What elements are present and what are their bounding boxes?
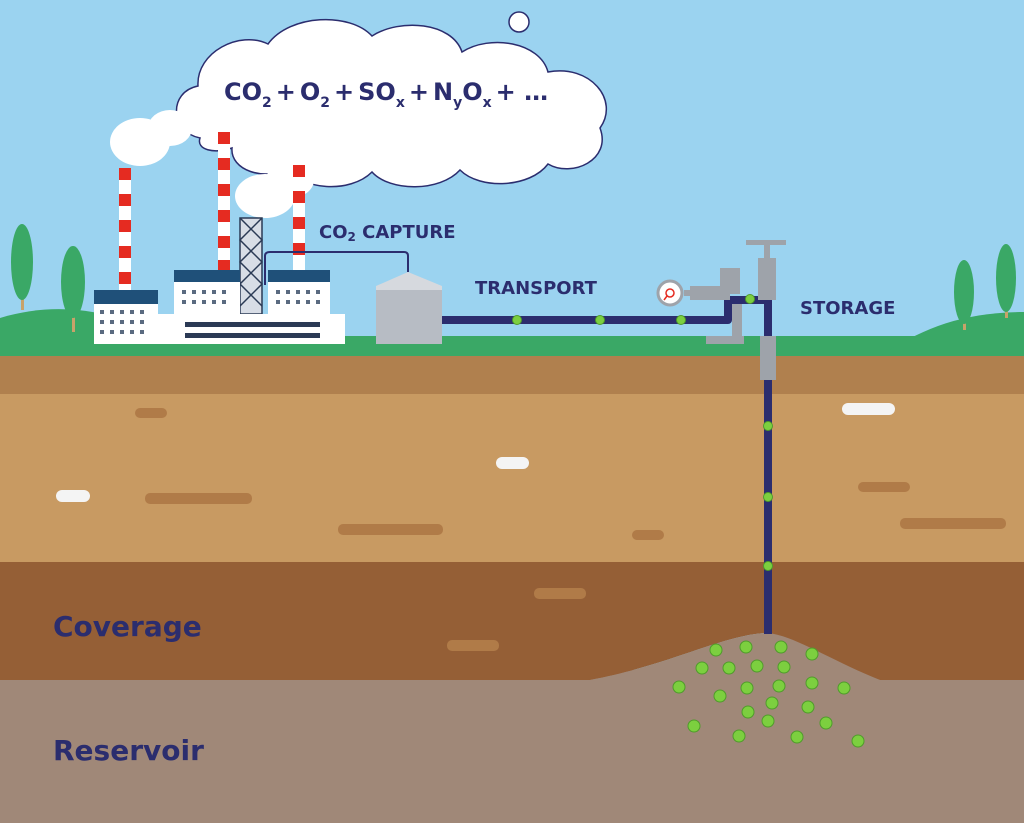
capture-label-prefix: CO [319,222,348,243]
formula-n-sub: y [453,95,462,111]
tree-icon [11,224,1016,332]
storage-label: STORAGE [800,298,895,319]
wellhead-icon [690,240,786,380]
coverage-label: Coverage [53,610,202,643]
tank-icon [376,272,442,344]
reservoir-dome [590,633,880,680]
co2-bubble-icon [512,294,773,571]
chimney-icon [293,165,305,273]
reservoir-layer [0,670,1024,823]
formula-ellipsis: + … [496,78,548,106]
reservoir-label: Reservoir [53,734,204,767]
co2-bubble-icon [672,640,865,748]
formula-plus: + [409,78,429,106]
chimney-icon [119,168,131,293]
formula-co-sub: 2 [262,95,272,111]
emissions-formula: CO2+O2+SOx+NyOx+ … [224,78,548,111]
pressure-gauge-icon [656,279,692,307]
formula-so: SO [358,78,396,106]
formula-o-sub: 2 [320,95,330,111]
formula-plus: + [276,78,296,106]
formula-n: N [433,78,453,106]
capture-label-rest: CAPTURE [356,222,456,243]
formula-o2: O [462,78,482,106]
capture-label-sub: 2 [348,230,356,244]
factory-icon [94,270,345,344]
formula-plus: + [334,78,354,106]
chimney-icon [218,132,230,272]
transport-label: TRANSPORT [475,278,598,299]
capture-label: CO2 CAPTURE [319,222,456,244]
formula-so-sub: x [396,95,405,111]
capture-line [264,251,409,285]
capture-tower [238,217,264,315]
soil-layer [0,392,1024,562]
formula-co: CO [224,78,262,106]
formula-o: O [300,78,320,106]
topsoil-layer [0,352,1024,394]
soil-rocks [56,403,1006,651]
cloud-icon [508,11,530,33]
formula-o2-sub: x [483,95,492,111]
